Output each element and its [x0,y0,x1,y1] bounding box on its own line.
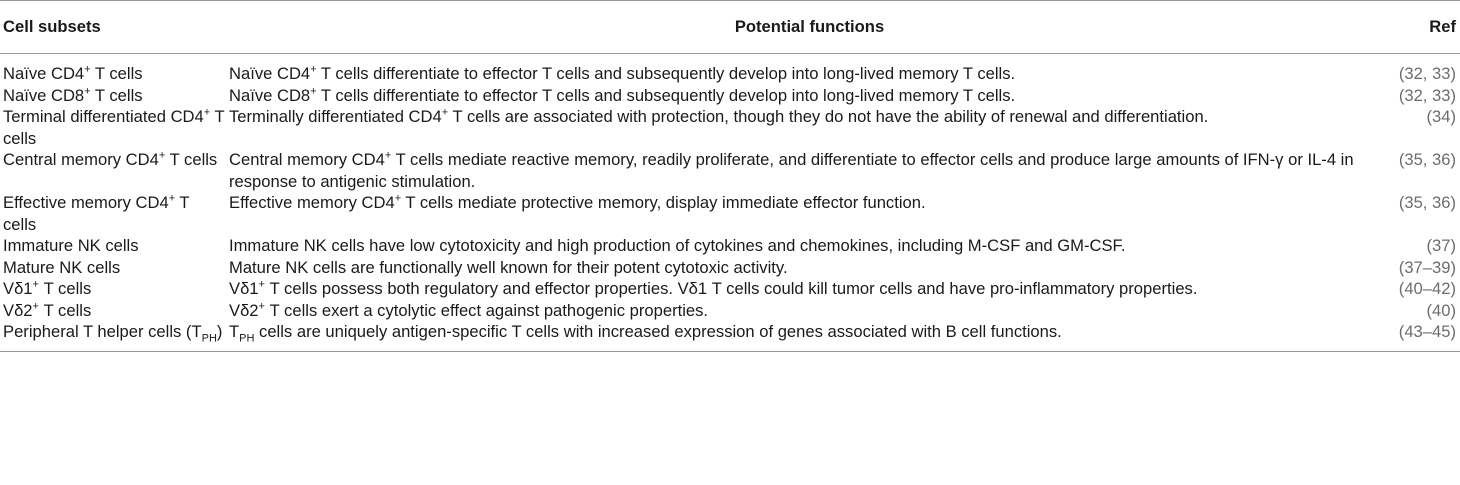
cell-ref-link[interactable]: (35, 36) [1398,150,1456,169]
cell-subsets-table: Cell subsets Potential functions Ref Naï… [0,0,1460,352]
cell-subset: Central memory CD4+ T cells [3,149,218,169]
cell-subset: Naïve CD4+ T cells [3,63,143,83]
table-row: Naïve CD8+ T cells Naïve CD8+ T cells di… [0,85,1460,107]
cell-subset: Immature NK cells [3,236,139,255]
cell-function: Effective memory CD4+ T cells mediate pr… [229,192,926,212]
cell-function: Naïve CD8+ T cells differentiate to effe… [229,84,1016,105]
table-row: Effective memory CD4+ T cells Effective … [0,192,1460,235]
table-row: Peripheral T helper cells (TPH) TPH cell… [0,321,1460,352]
table-row: Vδ1+ T cells Vδ1+ T cells possess both r… [0,278,1460,300]
table-header-row: Cell subsets Potential functions Ref [0,0,1460,54]
cell-function: Mature NK cells are functionally well kn… [229,257,788,277]
header-potential-functions: Potential functions [226,0,1390,54]
table-row: Naïve CD4+ T cells Naïve CD4+ T cells di… [0,54,1460,85]
table-row: Central memory CD4+ T cells Central memo… [0,149,1460,192]
cell-ref-link[interactable]: (43–45) [1390,321,1460,352]
cell-ref-link[interactable]: (32, 33) [1398,64,1456,83]
cell-subset: Vδ2+ T cells [3,299,92,320]
cell-ref-link[interactable]: (32, 33) [1398,85,1456,105]
cell-ref-link[interactable]: (35, 36) [1398,193,1456,212]
cell-subset: Mature NK cells [3,257,121,277]
table-row: Vδ2+ T cells Vδ2+ T cells exert a cytoly… [0,300,1460,322]
header-ref: Ref [1390,0,1460,54]
cell-function: Vδ2+ T cells exert a cytolytic effect ag… [229,299,709,320]
cell-subset: Terminal differentiated CD4+ T cells [3,106,225,148]
cell-subset: Vδ1+ T cells [3,278,92,298]
cell-ref-link[interactable]: (34) [1426,107,1456,126]
cell-function: Terminally differentiated CD4+ T cells a… [229,106,1209,126]
cell-subset: Effective memory CD4+ T cells [3,192,190,234]
cell-subset: Naïve CD8+ T cells [3,84,143,105]
cell-function: Naïve CD4+ T cells differentiate to effe… [229,63,1016,83]
table-row: Immature NK cells Immature NK cells have… [0,235,1460,257]
table-row: Mature NK cells Mature NK cells are func… [0,257,1460,279]
cell-function: Vδ1+ T cells possess both regulatory and… [229,278,1198,298]
cell-ref-link[interactable]: (40–42) [1398,279,1456,298]
cell-function: Central memory CD4+ T cells mediate reac… [229,149,1354,191]
cell-subset: Peripheral T helper cells (TPH) [0,321,226,352]
cell-ref-link[interactable]: (37) [1426,236,1456,255]
table-row: Terminal differentiated CD4+ T cells Ter… [0,106,1460,149]
header-cell-subsets: Cell subsets [0,0,226,54]
cell-function: Immature NK cells have low cytotoxicity … [229,236,1126,255]
cell-ref-link[interactable]: (37–39) [1398,257,1456,277]
cell-function: TPH cells are uniquely antigen-specific … [226,321,1390,352]
cell-ref-link[interactable]: (40) [1426,300,1456,320]
